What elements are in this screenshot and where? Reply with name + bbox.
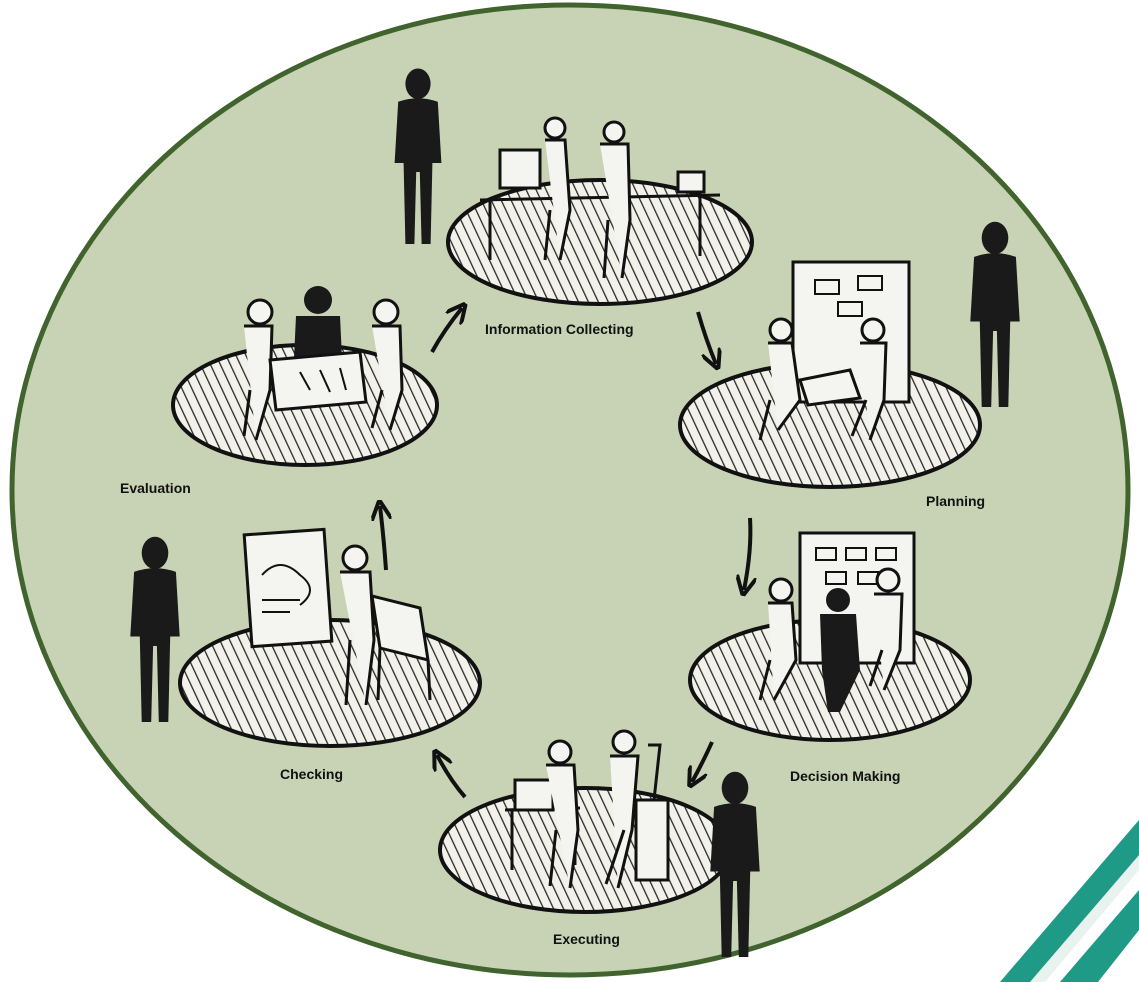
accent-stripes (1000, 820, 1139, 982)
arrow-information-to-planning (696, 311, 716, 364)
arrow-evaluation-to-information (430, 308, 462, 353)
arrow-decision-to-executing (692, 741, 714, 782)
label-planning: Planning (926, 493, 986, 509)
label-evaluation: Evaluation (120, 480, 191, 496)
platform-executing (438, 729, 732, 914)
label-information-collecting: Information Collecting (485, 321, 634, 337)
label-checking: Checking (280, 766, 344, 782)
platform-decision-making (688, 531, 972, 742)
label-decision-making: Decision Making (790, 768, 901, 784)
platform-checking (178, 527, 482, 748)
cycle-arrows (380, 308, 750, 799)
platform-planning (678, 260, 982, 489)
platform-evaluation (171, 286, 439, 467)
platform-information-collecting (446, 116, 754, 306)
arrow-executing-to-checking (437, 755, 467, 799)
label-executing: Executing (553, 931, 620, 947)
arrow-planning-to-decision (744, 517, 750, 590)
arrow-checking-to-evaluation (380, 506, 386, 571)
